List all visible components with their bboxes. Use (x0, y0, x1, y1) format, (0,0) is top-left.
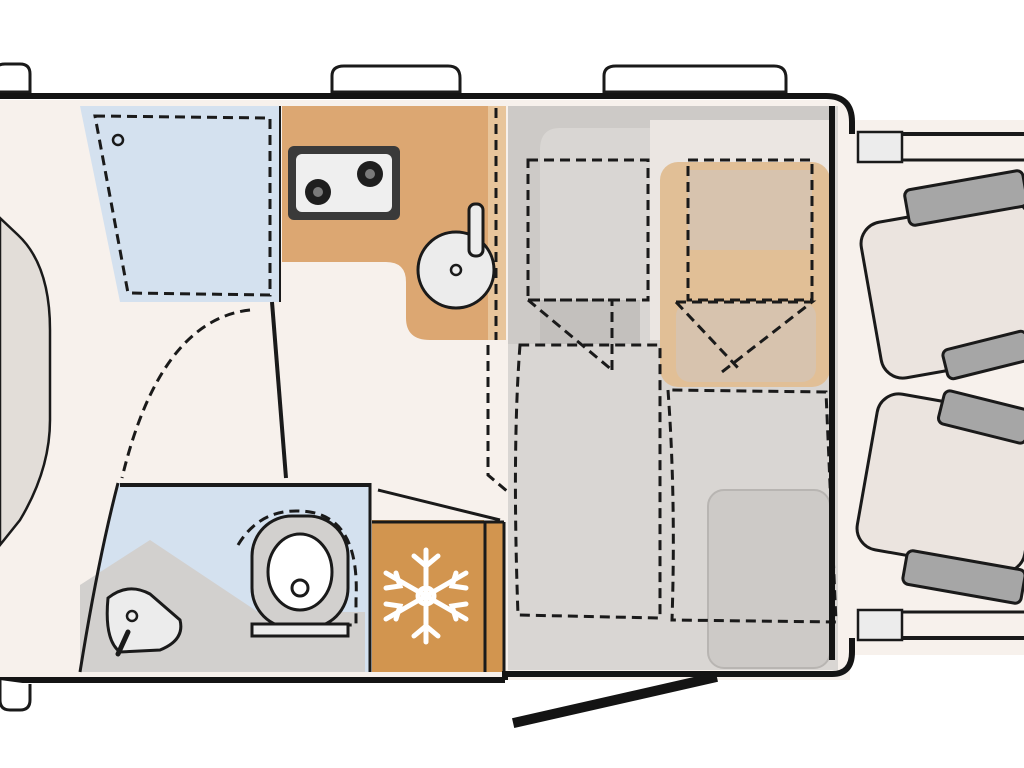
washbasin-icon (105, 587, 183, 657)
cab (855, 130, 1024, 642)
hob-icon (288, 146, 400, 220)
outer-walls (0, 93, 855, 712)
rear-bed (0, 216, 52, 548)
door-swing (120, 301, 288, 479)
snowflake-icon (383, 547, 469, 645)
washroom (78, 482, 372, 673)
roof-window-tabs (0, 62, 788, 94)
cab-seat-driver (859, 169, 1024, 381)
kitchen (282, 106, 506, 340)
toilet-icon (236, 509, 358, 638)
window-tab-left (0, 62, 32, 94)
dinette (486, 106, 838, 670)
fridge (372, 488, 506, 672)
window-tab-right (602, 64, 788, 94)
wardrobe (80, 106, 281, 302)
entry-door (512, 672, 718, 728)
sink-icon (416, 202, 496, 310)
cab-seat-passenger (855, 389, 1024, 605)
window-tab-middle (330, 64, 462, 94)
